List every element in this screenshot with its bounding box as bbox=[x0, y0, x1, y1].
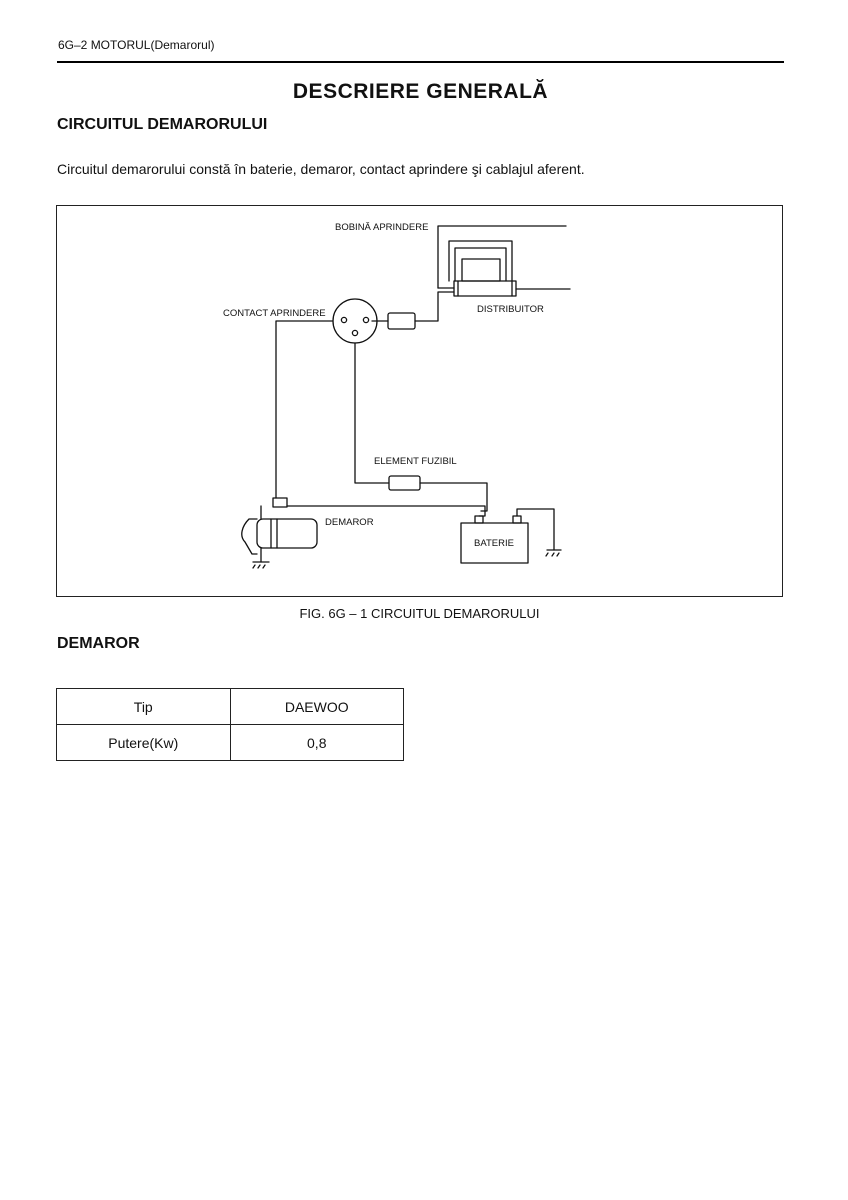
fuse-to-battery-wire bbox=[419, 482, 488, 512]
starter-motor-symbol bbox=[241, 497, 318, 569]
label-starter: DEMAROR bbox=[325, 517, 374, 528]
distributor-to-fuse-wire bbox=[414, 291, 455, 322]
page-title: DESCRIERE GENERALĂ bbox=[292, 80, 549, 103]
section-heading-starter: DEMAROR bbox=[57, 635, 140, 652]
table-row: Tip DAEWOO bbox=[56, 688, 404, 725]
starter-spec-table: Tip DAEWOO Putere(Kw) 0,8 bbox=[56, 688, 404, 761]
circuit-figure: BOBINĂ APRINDERE DISTRIBUITOR CONTACT AP… bbox=[56, 205, 783, 597]
label-distributor: DISTRIBUITOR bbox=[477, 304, 544, 315]
ignition-switch-symbol bbox=[332, 298, 378, 344]
section-heading-circuit: CIRCUITUL DEMARORULUI bbox=[57, 116, 268, 133]
starter-to-battery-cable bbox=[286, 505, 486, 517]
table-cell-label: Putere(Kw) bbox=[56, 724, 231, 761]
table-row: Putere(Kw) 0,8 bbox=[56, 724, 404, 761]
inline-fuse-top bbox=[387, 312, 416, 330]
label-fuse-element: ELEMENT FUZIBIL bbox=[374, 456, 457, 467]
intro-paragraph: Circuitul demarorului constă în baterie,… bbox=[57, 161, 585, 177]
switch-to-starter-wire bbox=[275, 320, 334, 499]
fuse-element-symbol bbox=[388, 475, 421, 491]
table-cell-label: Tip bbox=[56, 688, 231, 725]
table-cell-value: DAEWOO bbox=[229, 688, 404, 725]
label-ignition-coil: BOBINĂ APRINDERE bbox=[335, 222, 428, 233]
header-rule bbox=[57, 61, 784, 63]
distributor-symbol bbox=[448, 240, 571, 297]
coil-wire-upper bbox=[437, 225, 567, 289]
table-cell-value: 0,8 bbox=[229, 724, 404, 761]
figure-caption: FIG. 6G – 1 CIRCUITUL DEMARORULUI bbox=[299, 606, 540, 621]
running-header: 6G–2 MOTORUL(Demarorul) bbox=[58, 38, 215, 52]
switch-to-fuse-element-wire bbox=[354, 342, 390, 484]
label-battery: BATERIE bbox=[474, 538, 514, 549]
label-ignition-switch: CONTACT APRINDERE bbox=[223, 308, 326, 319]
circuit-diagram: BOBINĂ APRINDERE DISTRIBUITOR CONTACT AP… bbox=[223, 222, 571, 569]
battery-symbol bbox=[460, 508, 562, 564]
